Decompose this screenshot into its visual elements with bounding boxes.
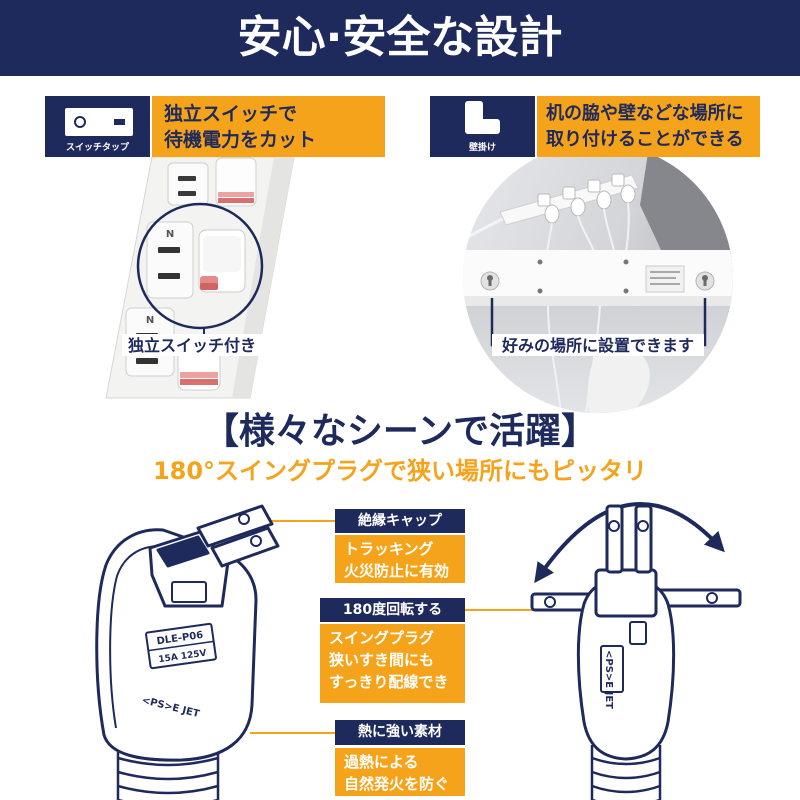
callout-body-insulation-cap: トラッキング 火災防止に有効 xyxy=(335,535,465,583)
callout-line: トラッキング xyxy=(344,540,434,558)
rocker-switch xyxy=(177,349,221,391)
cloth xyxy=(587,345,650,413)
wall-hook-icon xyxy=(465,101,500,134)
plug-cable xyxy=(116,745,220,800)
blade-hole xyxy=(637,520,649,532)
plug-maker-text: <PS>E JET xyxy=(603,650,614,709)
switch-highlight-circle xyxy=(136,202,264,330)
wall-mount-label: 壁掛け xyxy=(468,143,496,153)
keyhole-left xyxy=(480,271,500,291)
plug-blade xyxy=(605,504,624,574)
wall-mount-badge: 壁掛け xyxy=(430,96,535,157)
plug-swivel-head xyxy=(594,568,658,618)
outlet xyxy=(167,162,209,206)
rocker-switch xyxy=(215,157,257,207)
hanging-cords xyxy=(546,202,630,413)
scenes-subtitle: 180°スイングプラグで狭い場所にもピッタリ xyxy=(152,457,648,485)
strip-screws xyxy=(537,259,629,294)
insulation-cap xyxy=(156,535,210,568)
mount-caption: 好みの場所に設置できます xyxy=(501,336,694,355)
callout-heading-heat-resistant: 熱に強い素材 xyxy=(335,720,465,745)
callout-line: 自然発火を防ぐ xyxy=(344,775,450,793)
switch-icon xyxy=(65,108,133,136)
blade-hole xyxy=(544,596,556,608)
plug-cable xyxy=(590,745,662,800)
callout-line: スイングプラグ xyxy=(329,629,435,647)
plug-blade xyxy=(210,526,280,568)
plug-body xyxy=(576,576,676,761)
feature-line: 待機電力をカット xyxy=(164,129,317,151)
outlet: N xyxy=(146,221,194,299)
swivel-face xyxy=(171,581,207,603)
feature-line: 机の脇や壁などな場所に xyxy=(546,103,744,124)
scenes-title: 【様々なシーンで活躍】 xyxy=(202,411,598,452)
plug-label-plate xyxy=(600,645,624,693)
switch-feature-text: 独立スイッチで 待機電力をカット xyxy=(152,96,385,157)
callout-line: 火災防止に有効 xyxy=(344,562,450,580)
callout-heading-rotation: 180度回転する xyxy=(320,598,465,622)
callout-heading-insulation-cap: 絶縁キャップ xyxy=(335,509,465,533)
feature-line: 独立スイッチで xyxy=(164,103,298,125)
swing-plug-left: DLE-P06 15A 125V <PS>E JET xyxy=(95,504,280,800)
wall-mount-feature-text: 机の脇や壁などな場所に 取り付けることができる xyxy=(537,96,760,157)
rocker-switch xyxy=(198,229,246,293)
rating-sticker xyxy=(645,265,685,293)
outlet-mark: N xyxy=(146,315,154,326)
caption-background xyxy=(122,334,262,356)
rotate-arrows-icon xyxy=(534,501,725,584)
plugs xyxy=(537,173,636,224)
caption-background xyxy=(492,334,704,356)
blade-hole xyxy=(608,520,620,532)
swing-plug-right: <PS>E JET xyxy=(530,501,742,800)
plug-blade xyxy=(196,504,274,548)
switch-tap-badge: スイッチタップ xyxy=(45,96,150,157)
callout-line: すっきり配線でき xyxy=(329,673,449,691)
feature-line: 取り付けることができる xyxy=(546,129,744,150)
callout-body-heat-resistant: 過熱による 自然発火を防ぐ xyxy=(335,748,465,796)
plug-body-inner xyxy=(109,545,161,729)
callout-body-rotation: スイングプラグ 狭いすき間にも すっきり配線でき xyxy=(320,624,465,703)
plug-label-plate: DLE-P06 15A 125V xyxy=(145,622,217,670)
plug-blade xyxy=(634,504,653,574)
blade-hole xyxy=(706,592,718,604)
blade-hole xyxy=(250,535,262,547)
switch-tap-label: スイッチタップ xyxy=(65,143,129,153)
keyhole-right xyxy=(695,271,715,291)
page-title: 安心·安全な設計 xyxy=(0,0,800,76)
switch-caption: 独立スイッチ付き xyxy=(128,336,256,355)
outlet-mark: N xyxy=(166,229,174,240)
callout-line: 狭いすき間にも xyxy=(329,651,435,669)
callout-line: 過熱による xyxy=(344,753,419,771)
wall-mount-photo xyxy=(463,143,733,413)
swivel-face xyxy=(629,621,647,645)
blade-hole xyxy=(238,513,250,525)
power-strip-photo: N N 独立スイッチ付き xyxy=(105,156,295,399)
